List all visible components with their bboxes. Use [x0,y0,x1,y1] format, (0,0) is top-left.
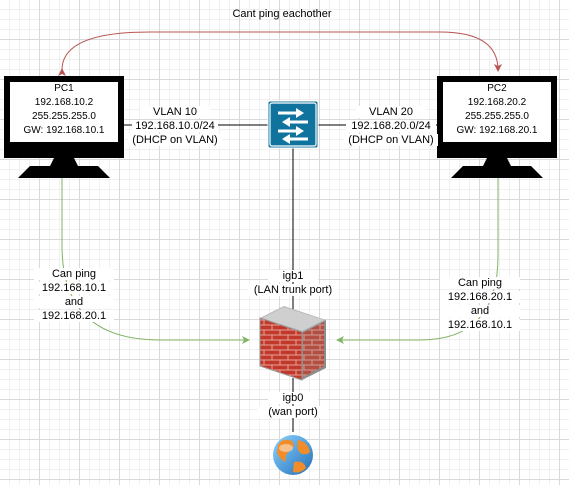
pc1-mask: 255.255.255.0 [32,111,96,122]
pc2-mask: 255.255.255.0 [465,111,529,122]
igb0-name: igb0 [268,392,318,404]
switch-icon[interactable] [267,100,319,149]
right-ping-line3: and [440,305,520,317]
igb1-name: igb1 [268,270,318,282]
firewall-icon[interactable] [259,306,326,381]
vlan20-name: VLAN 20 [356,106,426,118]
pc2-firewall-ping-link [336,178,499,344]
vlan10-subnet: 192.168.10.0/24 [132,120,218,132]
pc1-gateway: GW: 192.168.10.1 [23,125,105,136]
vlan10-dhcp: (DHCP on VLAN) [128,134,222,146]
vlan10-name: VLAN 10 [140,106,210,118]
pc2-monitor-icon[interactable] [437,76,557,178]
right-ping-line4: 192.168.10.1 [440,319,520,331]
left-ping-line4: 192.168.20.1 [34,310,114,322]
internet-globe-icon[interactable] [273,435,313,475]
pc2-ip: 192.168.20.2 [467,97,527,108]
left-ping-line3: and [34,296,114,308]
igb0-desc: (wan port) [258,406,328,418]
pc1-name: PC1 [54,83,74,94]
right-ping-line2: 192.168.20.1 [440,291,520,303]
igb1-desc: (LAN trunk port) [248,284,338,296]
vlan20-dhcp: (DHCP on VLAN) [344,134,438,146]
left-ping-line2: 192.168.10.1 [34,282,114,294]
no-ping-label: Cant ping eachother [232,8,332,20]
pc2-name: PC2 [487,83,507,94]
pc1-monitor-icon[interactable] [4,76,124,178]
left-ping-line1: Can ping [34,268,114,280]
vlan20-subnet: 192.168.20.0/24 [346,120,436,132]
no-ping-link [57,31,502,77]
pc1-ip: 192.168.10.2 [34,97,94,108]
right-ping-line1: Can ping [440,277,520,289]
pc2-gateway: GW: 192.168.20.1 [456,125,538,136]
